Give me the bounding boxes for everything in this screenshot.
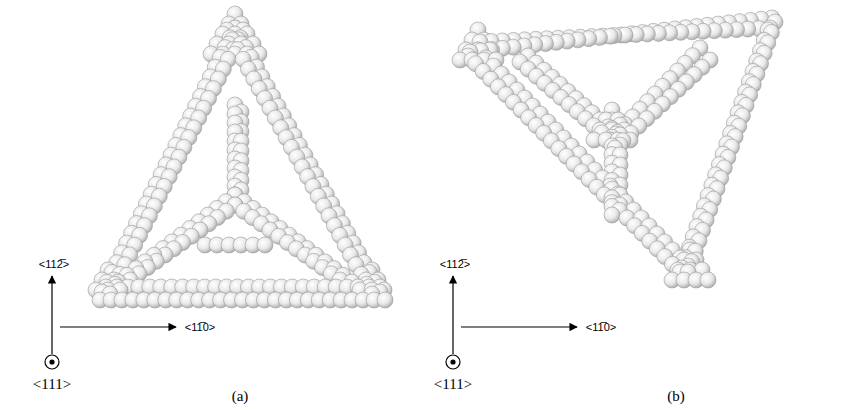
atom-sphere xyxy=(700,272,716,288)
atom-sphere xyxy=(377,292,393,308)
direction-label: <112̅> xyxy=(39,258,69,270)
direction-label: <11̅0> xyxy=(586,321,616,333)
direction-label: <111> xyxy=(33,376,71,393)
direction-label: <112̅> xyxy=(440,258,470,270)
panel-label: (b) xyxy=(667,388,685,405)
direction-label: <11̅0> xyxy=(185,321,215,333)
axis-triad xyxy=(45,276,577,369)
direction-label: <111> xyxy=(434,376,472,393)
atom-sphere xyxy=(257,237,273,253)
panel-label: (a) xyxy=(232,388,249,405)
atom-spheres xyxy=(88,6,783,308)
atom-sphere xyxy=(604,207,620,223)
